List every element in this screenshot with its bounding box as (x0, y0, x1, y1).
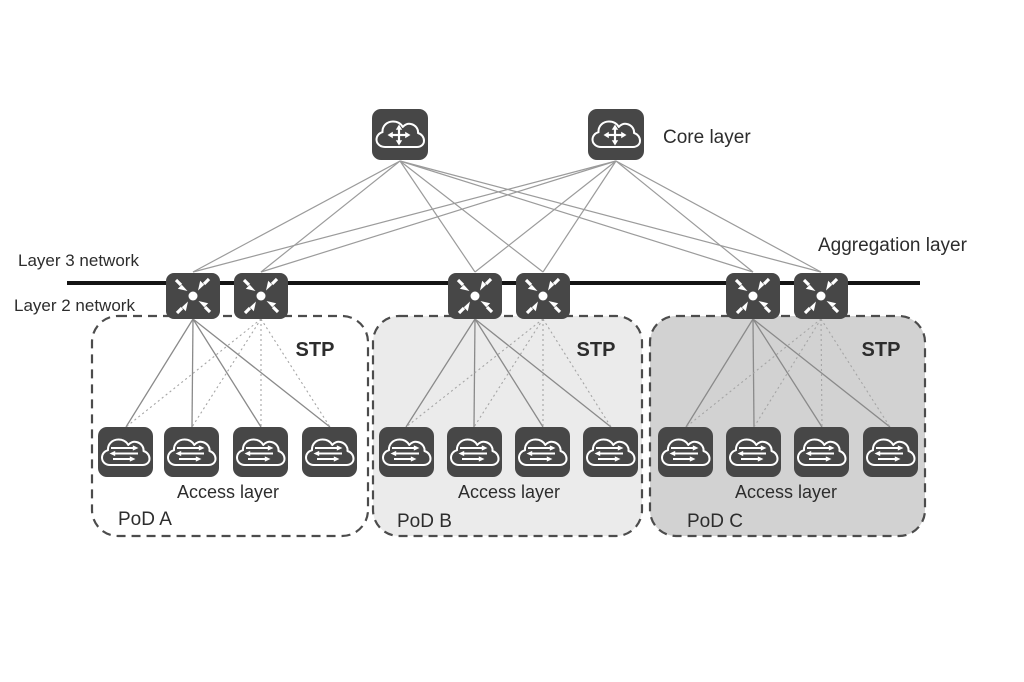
aggregation-switch-icon (233, 272, 289, 320)
access-switch-icon (793, 426, 850, 478)
pod-b-container (371, 314, 644, 538)
core-to-aggregation-links (192, 160, 822, 273)
aggregation-switch-icon (725, 272, 781, 320)
link-line (125, 318, 262, 428)
link-line (405, 318, 544, 428)
link-line (685, 318, 754, 428)
link-line (260, 160, 617, 273)
link-line (192, 318, 262, 428)
access-switch-icon (163, 426, 220, 478)
link-line (474, 160, 617, 273)
access-switch-icon (514, 426, 571, 478)
link-line (542, 318, 612, 428)
access-switch-icon (97, 426, 154, 478)
access-switch-icon (446, 426, 503, 478)
link-line (474, 318, 612, 428)
link-line (260, 160, 401, 273)
pod-c-name-label: PoD C (687, 511, 743, 532)
aggregation-switch-icon (515, 272, 571, 320)
pod-a-active-links (125, 318, 331, 428)
access-switch-icon (378, 426, 435, 478)
core-router-icon (587, 108, 645, 161)
access-switch-icon (582, 426, 639, 478)
pod-b-access-layer-label: Access layer (458, 482, 560, 502)
pod-b-stp-label: STP (577, 339, 616, 361)
pod-a-access-layer-label: Access layer (177, 482, 279, 502)
link-line (473, 318, 544, 428)
link-line (752, 318, 823, 428)
link-line (473, 318, 476, 428)
link-line (399, 160, 754, 273)
link-line (125, 318, 194, 428)
aggregation-layer-label: Aggregation layer (818, 235, 968, 256)
pod-b-name-label: PoD B (397, 511, 452, 532)
core-layer-label: Core layer (663, 127, 751, 148)
link-line (191, 318, 262, 428)
link-line (405, 318, 476, 428)
link-line (685, 318, 822, 428)
access-switch-icon (725, 426, 782, 478)
link-line (399, 160, 822, 273)
access-switch-icon (301, 426, 358, 478)
pod-b-blocked-links (405, 318, 612, 428)
core-router-icon (371, 108, 429, 161)
pod-a-blocked-links (125, 318, 331, 428)
pod-c-container (648, 314, 927, 538)
link-line (820, 318, 823, 428)
aggregation-switch-icon (165, 272, 221, 320)
link-line (753, 318, 822, 428)
aggregation-switch-icon (447, 272, 503, 320)
link-line (260, 318, 331, 428)
link-line (399, 160, 544, 273)
aggregation-switch-icon (793, 272, 849, 320)
link-line (752, 318, 891, 428)
link-line (192, 318, 331, 428)
pod-a-stp-label: STP (296, 339, 335, 361)
access-switch-icon (862, 426, 919, 478)
access-switch-icon (232, 426, 289, 478)
access-switch-icon (657, 426, 714, 478)
pod-c-stp-label: STP (862, 339, 901, 361)
link-line (191, 318, 194, 428)
link-line (192, 160, 401, 273)
layer2-network-label: Layer 2 network (14, 296, 135, 315)
link-line (542, 160, 617, 273)
pod-c-access-layer-label: Access layer (735, 482, 837, 502)
link-line (474, 318, 544, 428)
link-line (615, 160, 822, 273)
link-line (615, 160, 754, 273)
pod-a-name-label: PoD A (118, 509, 172, 530)
pod-c-blocked-links (685, 318, 891, 428)
link-line (820, 318, 891, 428)
layer3-network-label: Layer 3 network (18, 251, 139, 270)
pod-b-active-links (405, 318, 612, 428)
link-line (192, 160, 617, 273)
